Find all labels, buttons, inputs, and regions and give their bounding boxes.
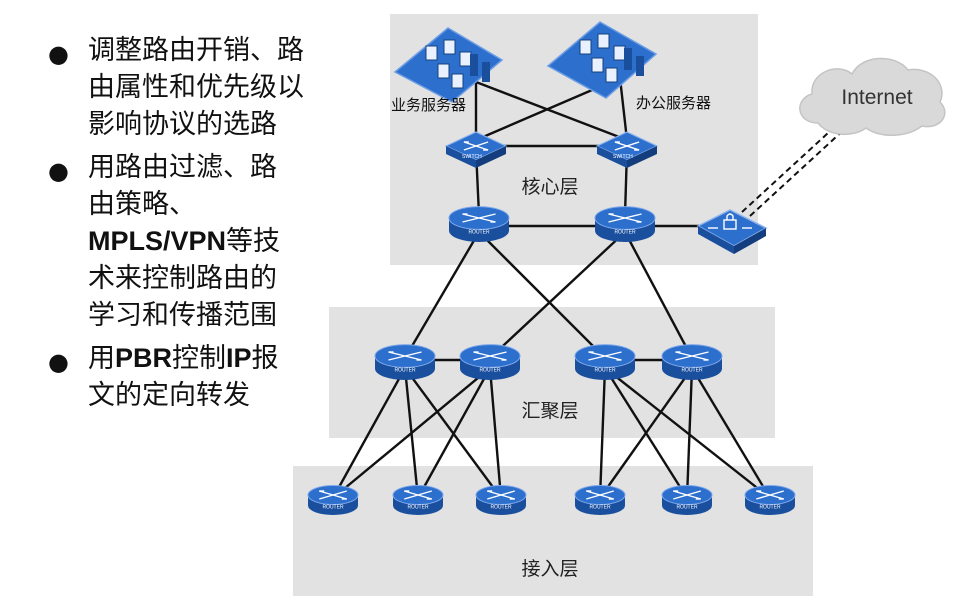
text-segment: 由属性和优先级以: [88, 72, 304, 103]
aggregation-router-2-icon: ROUTER: [459, 344, 521, 380]
bullet-line: 由属性和优先级以: [88, 69, 330, 106]
bullet-dot: ●: [48, 348, 69, 376]
bullet-line: 术来控制路由的: [88, 260, 330, 297]
text-segment: 用: [88, 343, 115, 374]
bold-term: PBR: [115, 343, 173, 373]
text-segment: 控制: [172, 343, 227, 374]
router-text: ROUTER: [322, 505, 344, 511]
bullet-dot: ●: [48, 157, 69, 185]
core-switch-left-icon: SWITCH: [444, 131, 508, 168]
text-segment: 报: [251, 343, 279, 374]
internet-cloud-icon: Internet: [799, 57, 946, 136]
access-router-2-icon: ROUTER: [392, 485, 444, 515]
switch-text: SWITCH: [613, 154, 633, 160]
bullet-line: 影响协议的选路: [88, 106, 330, 143]
access-router-5-icon: ROUTER: [661, 485, 713, 515]
core-router-left-icon: ROUTER: [448, 206, 510, 242]
bullet-line: 用路由过滤、路: [88, 149, 330, 186]
access-layer-zone: [293, 466, 813, 596]
aggregation-router-1-icon: ROUTER: [374, 344, 436, 380]
aggregation-layer-label: 汇聚层: [521, 400, 578, 422]
text-segment: 等技: [226, 226, 281, 257]
core-switch-right-icon: SWITCH: [595, 131, 659, 168]
core-layer-label: 核心层: [521, 176, 578, 198]
core-router-right-icon: ROUTER: [594, 206, 656, 242]
bold-term: IP: [226, 343, 252, 373]
text-segment: 由策略、: [88, 189, 196, 220]
router-text: ROUTER: [676, 505, 698, 511]
bullet-list: ● 调整路由开销、路由属性和优先级以影响协议的选路 ● 用路由过滤、路由策略、M…: [40, 32, 330, 420]
text-segment: 调整路由开销、路: [88, 35, 304, 66]
router-text: ROUTER: [589, 505, 611, 511]
internet-label: Internet: [841, 86, 912, 109]
text-segment: 文的定向转发: [88, 380, 250, 411]
bullet-line: 用PBR控制IP报: [88, 340, 330, 377]
aggregation-router-4-icon: ROUTER: [661, 344, 723, 380]
text-segment: 影响协议的选路: [88, 109, 277, 140]
router-text: ROUTER: [681, 368, 703, 374]
bullet-item-2: ● 用路由过滤、路由策略、MPLS/VPN等技术来控制路由的学习和传播范围: [40, 149, 330, 334]
switch-text: SWITCH: [462, 154, 482, 160]
bullet-line: 由策略、: [88, 186, 330, 223]
access-router-4-icon: ROUTER: [574, 485, 626, 515]
business-server-group-icon: [393, 27, 504, 103]
bullet-text: 用路由过滤、路由策略、MPLS/VPN等技术来控制路由的学习和传播范围: [88, 149, 330, 334]
business-server-label: 业务服务器: [391, 96, 466, 114]
bullet-line: 调整路由开销、路: [88, 32, 330, 69]
office-server-group-icon: [546, 21, 658, 99]
bold-term: MPLS/VPN: [88, 226, 227, 256]
office-server-label: 办公服务器: [636, 94, 711, 112]
router-text: ROUTER: [468, 230, 490, 236]
firewall-icon: [696, 209, 768, 254]
router-text: ROUTER: [394, 368, 416, 374]
bullet-line: 文的定向转发: [88, 377, 330, 414]
text-segment: 学习和传播范围: [88, 300, 277, 331]
router-text: ROUTER: [594, 368, 616, 374]
bullet-dot: ●: [48, 40, 69, 68]
access-router-6-icon: ROUTER: [744, 485, 796, 515]
aggregation-router-3-icon: ROUTER: [574, 344, 636, 380]
bullet-item-1: ● 调整路由开销、路由属性和优先级以影响协议的选路: [40, 32, 330, 143]
access-router-3-icon: ROUTER: [475, 485, 527, 515]
text-segment: 术来控制路由的: [88, 263, 277, 294]
router-text: ROUTER: [407, 505, 429, 511]
router-text: ROUTER: [759, 505, 781, 511]
internet-link: [741, 121, 849, 217]
access-router-1-icon: ROUTER: [307, 485, 359, 515]
bullet-line: MPLS/VPN等技: [88, 223, 330, 260]
bullet-item-3: ● 用PBR控制IP报文的定向转发: [40, 340, 330, 414]
router-text: ROUTER: [614, 230, 636, 236]
router-text: ROUTER: [479, 368, 501, 374]
bullet-text: 调整路由开销、路由属性和优先级以影响协议的选路: [88, 32, 330, 143]
bullet-line: 学习和传播范围: [88, 297, 330, 334]
text-segment: 用路由过滤、路: [88, 152, 277, 183]
bullet-text: 用PBR控制IP报文的定向转发: [88, 340, 330, 414]
router-text: ROUTER: [490, 505, 512, 511]
access-layer-label: 接入层: [521, 558, 578, 580]
